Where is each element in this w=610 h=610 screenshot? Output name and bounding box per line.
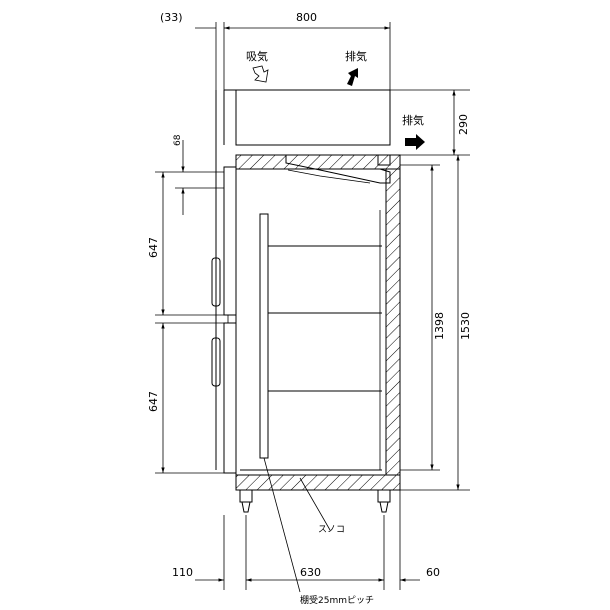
label-intake: 吸気 [246, 49, 268, 63]
shelving [259, 210, 382, 470]
label-shelf-pitch: 棚受25mmピッチ [300, 594, 374, 606]
label-exhaust-side: 排気 [402, 113, 424, 127]
shelf-pitch-callout: 棚受25mmピッチ [263, 457, 374, 606]
dimension-bottom: 110 630 60 [172, 490, 440, 590]
feet [239, 489, 391, 513]
dim-interior-height: 1398 [433, 312, 446, 340]
dim-depth-front: 110 [172, 566, 193, 579]
exhaust-top-arrow-icon [347, 68, 358, 86]
label-slatted-floor: スノコ [318, 525, 345, 535]
dimension-left: 68 647 647 [147, 134, 224, 474]
exhaust-side-arrow-icon [405, 134, 425, 150]
dim-gap-height: 68 [173, 134, 183, 146]
top-unit [215, 89, 391, 470]
intake-arrow-icon [252, 65, 269, 83]
dimension-right: 290 1398 1530 [390, 89, 472, 491]
dim-door-lower: 647 [147, 391, 160, 412]
dim-depth-back: 60 [426, 566, 440, 579]
dim-door-upper: 647 [147, 237, 160, 258]
dim-top-unit-height: 290 [457, 114, 470, 135]
dim-top-offset: (33) [160, 11, 183, 24]
dim-body-height: 1530 [459, 312, 472, 340]
dim-width-total: 800 [296, 11, 317, 24]
label-exhaust-top: 排気 [345, 49, 367, 63]
dimension-top: (33) 800 [160, 11, 391, 90]
airflow-indicators: 吸気 排気 排気 [246, 49, 425, 150]
slatted-floor: スノコ [240, 469, 382, 535]
doors [211, 166, 237, 474]
dim-depth-interior: 630 [300, 566, 321, 579]
cabinet-body [235, 154, 401, 491]
